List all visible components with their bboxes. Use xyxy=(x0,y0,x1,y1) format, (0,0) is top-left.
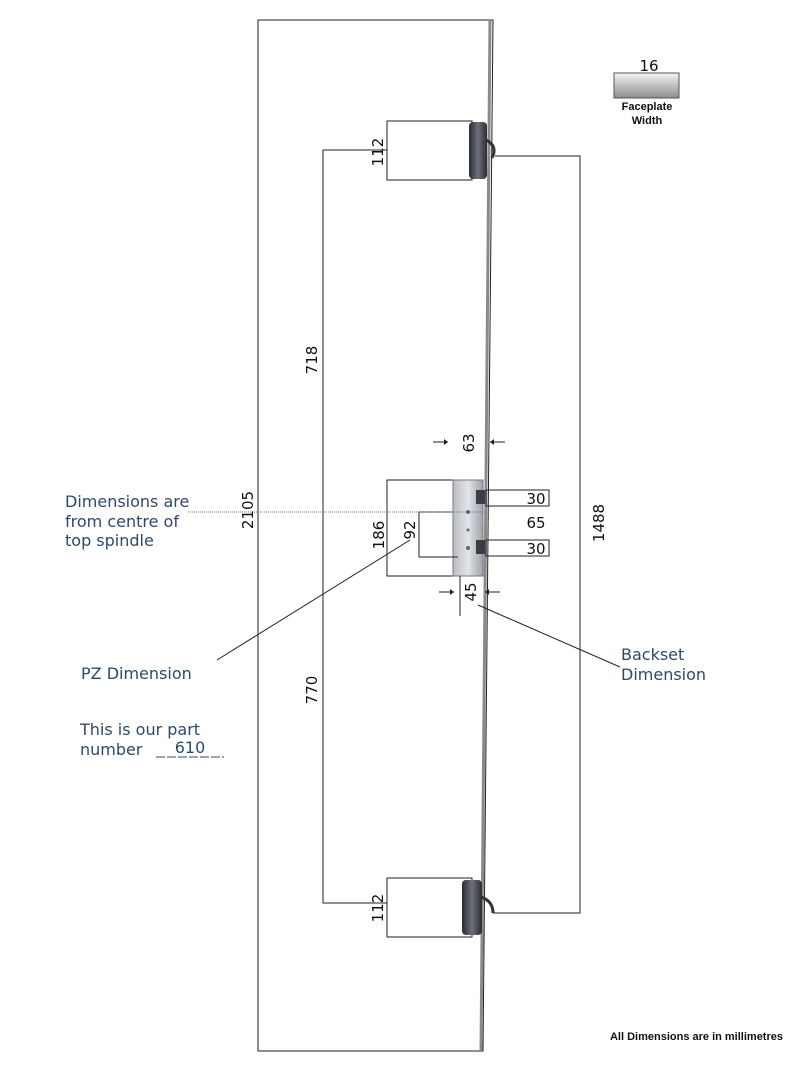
pz-value: 92 xyxy=(401,520,419,539)
hook-centres-line xyxy=(493,155,581,914)
gearbox xyxy=(386,479,485,577)
part-note-prefix: number xyxy=(80,740,143,759)
part-note-line1: This is our part xyxy=(79,720,200,739)
backset-leader xyxy=(477,604,621,668)
backset-width-arrows xyxy=(433,439,505,445)
backset-label-line1: Backset xyxy=(621,645,684,664)
faceplate-icon xyxy=(613,72,680,99)
faceplate-width-value: 16 xyxy=(639,57,658,75)
spindle-to-bottom-value: 770 xyxy=(303,676,321,705)
overall-length-value: 2105 xyxy=(239,491,257,529)
backset-value: 45 xyxy=(462,582,480,601)
top-to-spindle-value: 718 xyxy=(303,346,321,375)
backset-width-value: 63 xyxy=(460,433,478,452)
door-outline xyxy=(257,19,494,1052)
pz-label: PZ Dimension xyxy=(81,664,192,683)
faceplate-strip xyxy=(479,19,492,1052)
upper-bolt-box xyxy=(485,489,550,507)
upper-bolt-value: 30 xyxy=(526,490,545,508)
faceplate-label-line2: Width xyxy=(632,115,663,127)
top-hook-height-value: 112 xyxy=(369,138,387,167)
lower-bolt-value: 30 xyxy=(526,540,545,558)
pz-leader xyxy=(216,539,411,661)
part-number: 610 xyxy=(175,738,206,757)
spindle-note-line1: Dimensions are xyxy=(65,492,189,511)
pz-bracket xyxy=(418,511,458,558)
hook-centres-value: 1488 xyxy=(590,504,608,542)
bottom-hook-height-value: 112 xyxy=(369,894,387,923)
lower-bolt-box xyxy=(485,539,550,557)
spindle-note-line2: from centre of xyxy=(65,512,179,531)
backset-label-line2: Dimension xyxy=(621,665,706,684)
backset-arrows xyxy=(439,589,500,595)
spindle-dimension-line xyxy=(322,149,387,904)
spindle-note-line3: top spindle xyxy=(65,531,154,550)
units-footer: All Dimensions are in millimetres xyxy=(610,1031,783,1043)
bottom-hook xyxy=(386,877,495,938)
faceplate-label-line1: Faceplate xyxy=(622,101,673,113)
bolt-centres-value: 65 xyxy=(526,514,545,532)
gearbox-height-value: 186 xyxy=(370,521,388,550)
top-hook xyxy=(386,120,496,181)
